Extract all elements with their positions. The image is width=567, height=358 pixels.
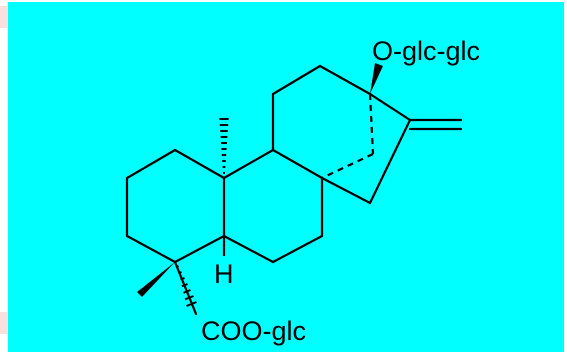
wedge-bond <box>370 63 383 94</box>
wedge-bonds <box>137 63 383 297</box>
top-substituent-label: O-glc-glc <box>372 36 480 66</box>
bond-network <box>125 64 463 316</box>
bond <box>222 234 275 264</box>
bond <box>271 234 324 264</box>
bond <box>271 148 324 180</box>
bond <box>125 148 177 180</box>
bond <box>368 118 412 205</box>
bond <box>222 148 275 180</box>
bond <box>173 148 226 180</box>
bond <box>271 64 322 96</box>
bond <box>368 92 412 122</box>
bond <box>173 234 226 264</box>
bond <box>320 176 372 205</box>
hash-bond-line <box>184 295 194 301</box>
hash-bond-line <box>178 271 182 274</box>
hydrogen-label: H <box>214 259 234 289</box>
hash-bond-line <box>181 283 188 288</box>
bond <box>125 234 177 264</box>
hashed-bonds <box>177 118 229 307</box>
structure-panel <box>8 2 564 352</box>
bond <box>173 260 198 316</box>
bottom-substituent-label: COO-glc <box>201 316 306 346</box>
dashed-bond <box>368 93 375 155</box>
dashed-bonds <box>321 93 375 179</box>
hash-bond-line <box>183 289 191 294</box>
dashed-bond <box>321 153 374 179</box>
hash-bond-line <box>186 301 197 307</box>
hash-bond-line <box>177 265 179 268</box>
wedge-bond <box>137 262 175 297</box>
bond <box>318 64 372 96</box>
hash-bond-line <box>180 277 185 281</box>
